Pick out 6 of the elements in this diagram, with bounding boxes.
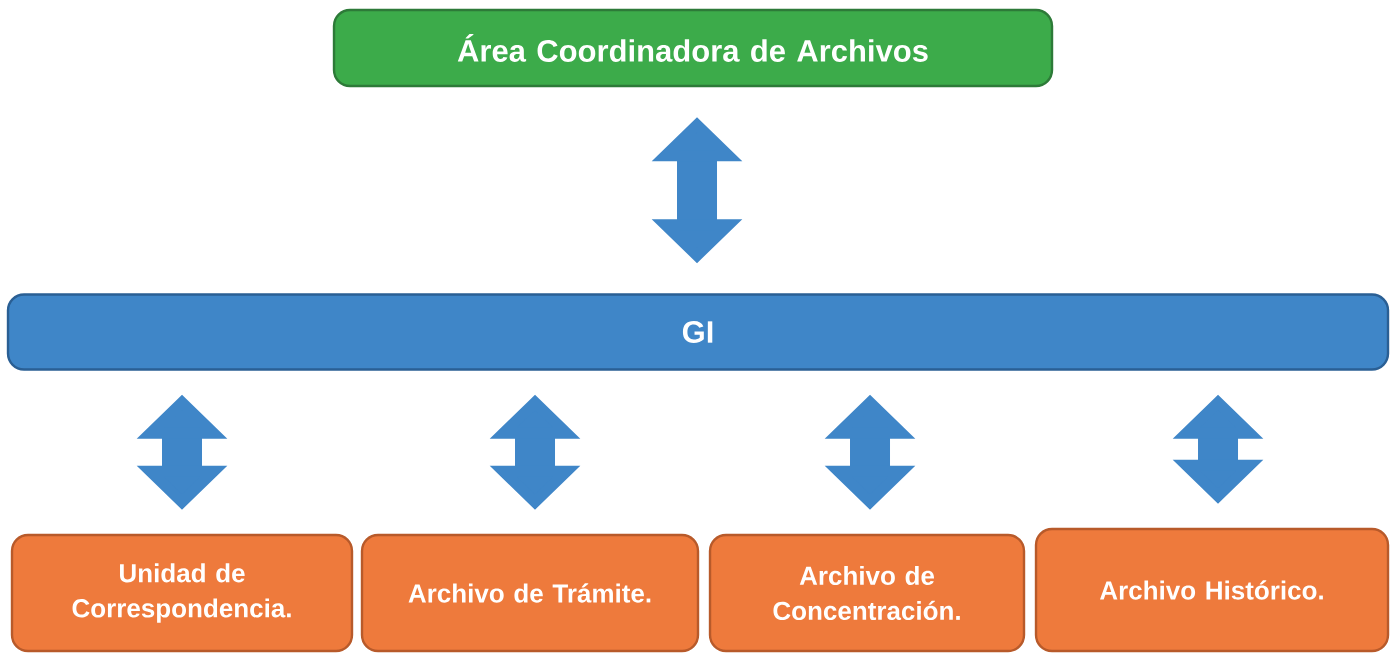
header-box: Área Coordinadora de Archivos xyxy=(332,8,1054,88)
unit-box: Archivo de Concentración. xyxy=(708,533,1026,653)
unit-box: Unidad de Correspondencia. xyxy=(10,533,354,653)
unit-box: Archivo Histórico. xyxy=(1034,527,1390,653)
process-bar: GI xyxy=(6,293,1390,371)
unit-box: Archivo de Trámite. xyxy=(360,533,700,653)
